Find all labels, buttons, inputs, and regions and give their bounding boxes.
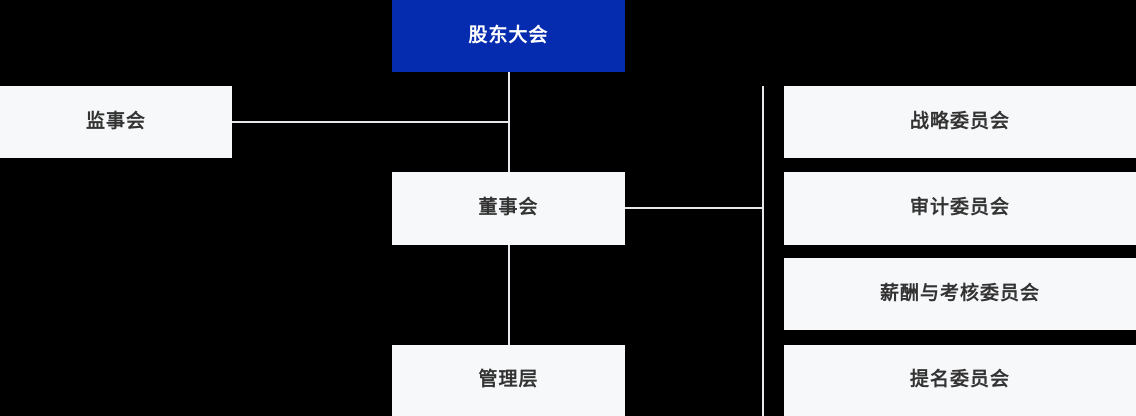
node-committee-strategy-label: 战略委员会 [909,110,1010,132]
connector-supervisory-horizontal [232,121,510,123]
node-supervisory-board-label: 监事会 [85,110,146,132]
node-shareholders-meeting[interactable]: 股东大会 [392,0,625,72]
node-supervisory-board[interactable]: 监事会 [0,86,232,158]
node-committee-strategy[interactable]: 战略委员会 [784,86,1136,158]
node-committee-nomination[interactable]: 提名委员会 [784,345,1136,416]
node-board-of-directors[interactable]: 董事会 [392,172,625,245]
node-board-of-directors-label: 董事会 [478,197,539,219]
connector-board-to-committees-horizontal [625,207,764,209]
node-committee-remuneration-appraisal[interactable]: 薪酬与考核委员会 [784,258,1136,330]
node-management-label: 管理层 [478,369,539,391]
connector-board-to-management [508,245,510,346]
node-shareholders-meeting-label: 股东大会 [468,24,549,46]
node-committee-nomination-label: 提名委员会 [909,369,1010,391]
node-management[interactable]: 管理层 [392,345,625,416]
node-committee-remuneration-appraisal-label: 薪酬与考核委员会 [879,282,1040,304]
connector-committees-vertical-spine [762,86,764,416]
node-committee-audit[interactable]: 审计委员会 [784,172,1136,245]
node-committee-audit-label: 审计委员会 [909,197,1010,219]
